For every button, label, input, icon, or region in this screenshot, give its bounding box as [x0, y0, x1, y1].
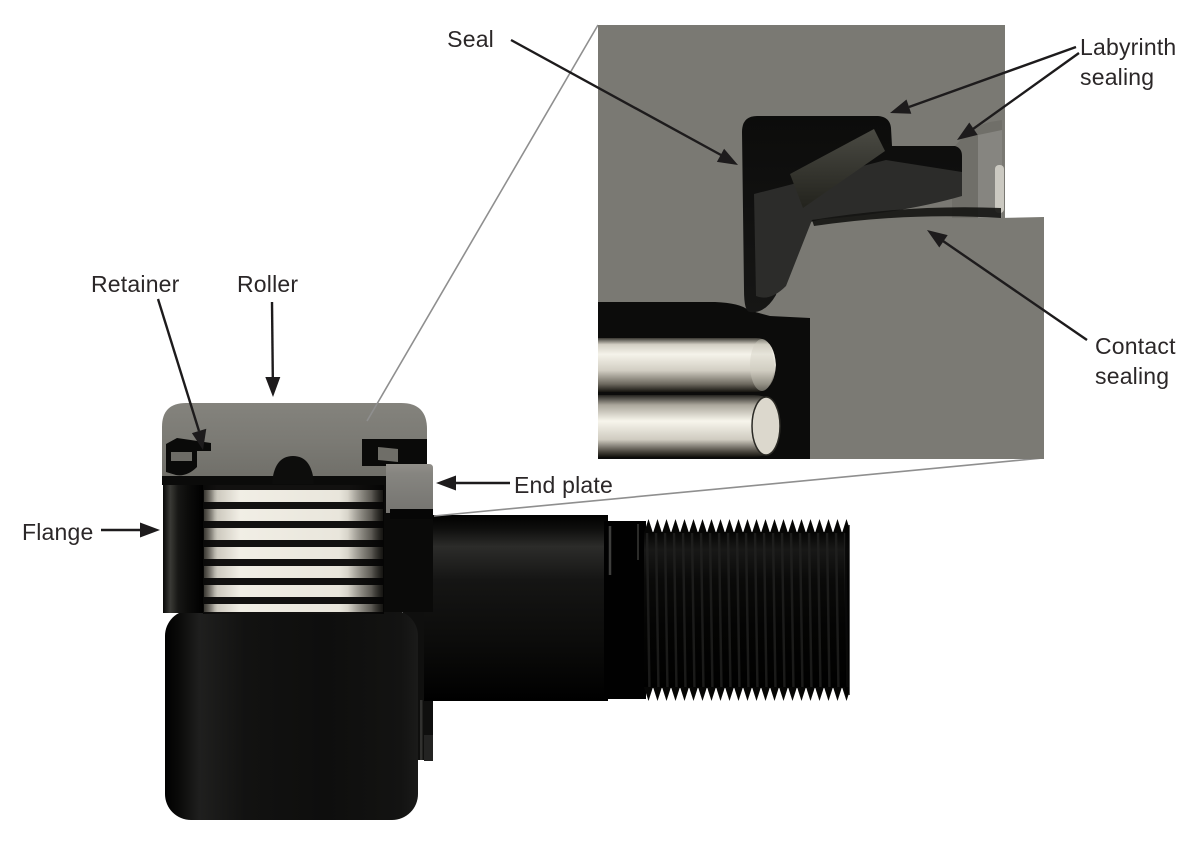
end-plate [386, 464, 433, 513]
detail-roller-2 [598, 395, 780, 457]
roller-arrow [265, 301, 281, 397]
stud-shoulder-notch [424, 735, 433, 761]
labyrinth-arrow-2 [957, 52, 1080, 140]
thread-teeth-bottom [644, 687, 849, 701]
flange-ring [163, 470, 203, 613]
contact-sealing-label: Contact sealing [1095, 333, 1176, 389]
detail-roller-2-end [751, 396, 781, 456]
retainer-arrow [156, 298, 207, 450]
flange-label: Flange [22, 519, 94, 545]
stud-shoulder-highlight [420, 700, 423, 760]
thread-teeth-top [644, 519, 849, 533]
annotation-arrows [101, 38, 1088, 538]
thread-end-face [845, 525, 850, 695]
roller-label: Roller [237, 271, 299, 297]
seal-label: Seal [447, 26, 494, 52]
labyrinth-arrow-1 [890, 45, 1077, 114]
detail-inner-ring-block [810, 217, 1044, 459]
stud-shaft [424, 515, 608, 701]
end-plate-shadow [390, 509, 433, 519]
callout-line-bottom [433, 457, 1044, 517]
retainer-clip-slot [171, 452, 192, 461]
seal-arrow [510, 38, 738, 165]
contact-sealing-arrow [927, 230, 1088, 341]
detail-roller-1 [598, 338, 776, 392]
needle-rollers [203, 482, 384, 614]
detail-callout-lines [366, 24, 1044, 517]
thread-ridges [644, 532, 849, 688]
retainer-label: Retainer [91, 271, 180, 297]
labyrinth-sealing-label: Labyrinth sealing [1080, 34, 1177, 90]
detail-view [598, 25, 1044, 459]
detail-roller-1-end [750, 339, 774, 391]
roller-shading [203, 482, 384, 614]
callout-line-top [366, 24, 599, 422]
outer-ring-cut-face [162, 403, 427, 481]
main-view [162, 403, 850, 820]
detail-contact-lip-shadow [812, 207, 1001, 226]
end-plate-arrow [436, 475, 510, 491]
end-plate-label: End plate [514, 472, 613, 498]
outer-ring-body [165, 610, 418, 820]
detail-seal-lip [790, 129, 885, 208]
flange-arrow [101, 522, 160, 538]
seal-band-notch [378, 447, 398, 462]
detail-end-plate-highlight [995, 165, 1004, 213]
grease-hole-dome [272, 456, 314, 484]
